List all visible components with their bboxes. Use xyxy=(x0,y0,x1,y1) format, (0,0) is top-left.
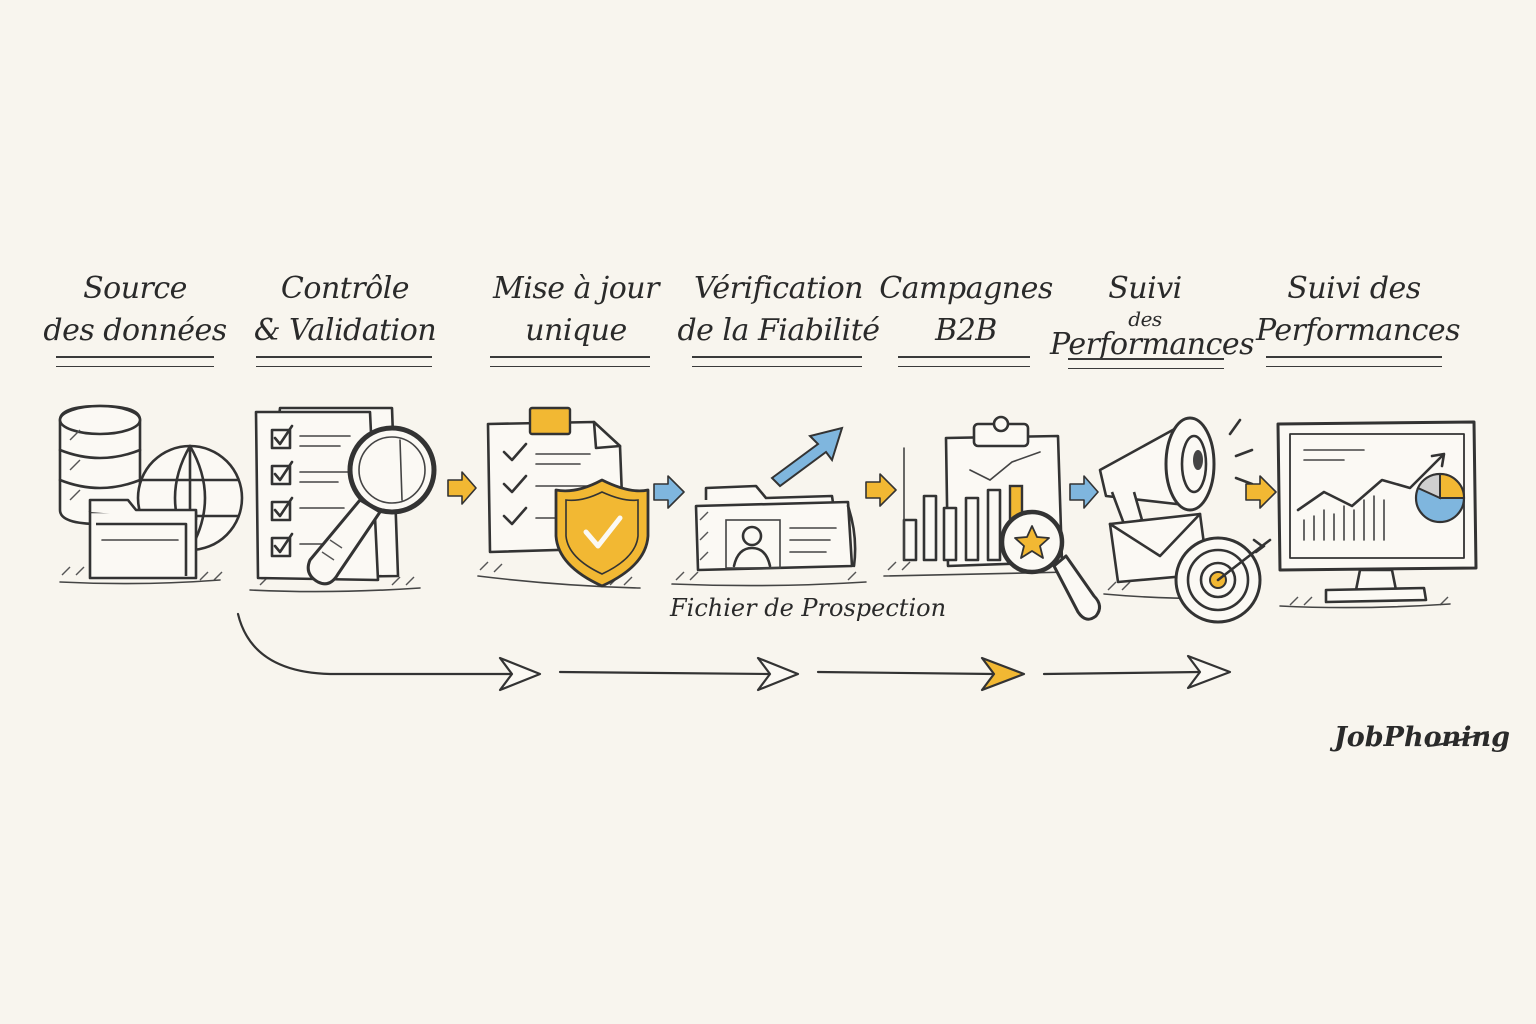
step-label-mise-a-jour: Mise à jour unique xyxy=(493,271,659,348)
step-label-suivi-2: Suivi des Performances xyxy=(1256,271,1461,348)
arrow-yellow-1 xyxy=(447,471,477,505)
step-label-source: Source des données xyxy=(43,271,227,348)
flow-line-3 xyxy=(816,670,996,676)
flow-arrowhead-4 xyxy=(1186,654,1232,690)
flow-arrowhead-1 xyxy=(498,656,542,692)
underline-verification xyxy=(692,356,862,367)
underline-source xyxy=(56,356,214,367)
underline-suivi-2 xyxy=(1266,356,1442,367)
step-label-verification: Vérification de la Fiabilité xyxy=(677,271,880,348)
underline-controle xyxy=(256,356,432,367)
underline-mise-a-jour xyxy=(490,356,650,367)
checklist-shield-icon xyxy=(486,406,650,588)
database-globe-folder-icon xyxy=(58,404,244,580)
connector-arrows xyxy=(447,471,1277,509)
curved-flow-line xyxy=(236,612,512,676)
underline-campagnes xyxy=(898,356,1030,367)
arrow-yellow-3 xyxy=(1245,475,1277,509)
brand-logo-text: JobPhoning xyxy=(1334,722,1511,753)
arrow-yellow-2 xyxy=(865,473,897,507)
flow-arrowhead-2 xyxy=(756,656,800,692)
arrow-blue-1 xyxy=(653,475,685,509)
flow-arrowhead-3 xyxy=(980,656,1026,692)
flow-line-4 xyxy=(1042,670,1202,676)
step-label-suivi-1: Suivi des Performances xyxy=(1050,271,1255,362)
monitor-dashboard-icon xyxy=(1276,420,1478,604)
underline-suivi-1 xyxy=(1068,358,1224,369)
step-label-controle: Contrôle & Validation xyxy=(253,271,437,348)
bottom-flow-arrows xyxy=(236,612,1232,692)
prospection-caption: Fichier de Prospection xyxy=(670,594,947,622)
step-label-campagnes: Campagnes B2B xyxy=(879,271,1053,348)
brand-swoosh xyxy=(1427,731,1489,747)
checklist-magnifier-icon xyxy=(254,406,437,586)
clipboard-chart-magnifier-icon xyxy=(902,415,1101,621)
megaphone-mail-target-icon xyxy=(1098,416,1272,624)
arrow-blue-2 xyxy=(1069,475,1099,509)
flow-line-2 xyxy=(558,670,772,676)
folder-contact-trend-icon xyxy=(694,426,857,572)
